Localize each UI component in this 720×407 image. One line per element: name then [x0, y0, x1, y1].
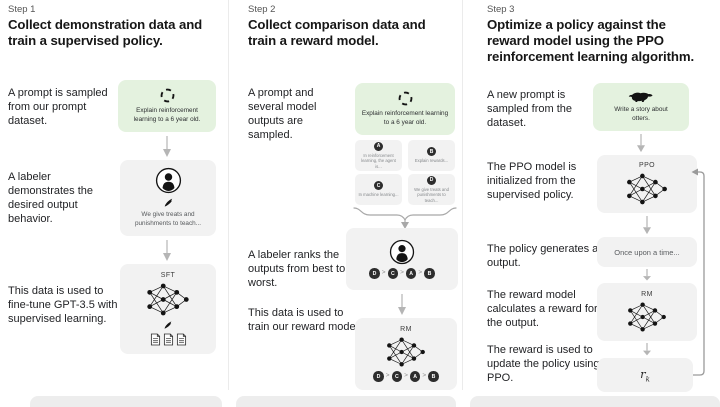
prompt-caption: Explain reinforcement learning to a 6 ye…: [133, 107, 201, 123]
rm-model-label: RM: [641, 291, 653, 298]
down-arrow-icon: [161, 136, 173, 158]
prompt-box: Explain reinforcement learning to a 6 ye…: [355, 83, 455, 135]
rank-4: B: [424, 268, 435, 279]
step-1-title: Collect demonstration data and train a s…: [8, 17, 203, 49]
rm-model-box: RM: [597, 283, 697, 341]
feedback-loop-arrow: [691, 168, 705, 376]
labeler-person-icon: [389, 239, 415, 265]
document-icon: [176, 333, 187, 346]
labeler-person-icon: [155, 167, 182, 194]
labeler-box: We give treats and punishments to teach.…: [120, 160, 216, 236]
prompt-box: Explain reinforcement learning to a 6 ye…: [118, 80, 216, 132]
down-arrow-icon: [641, 269, 653, 281]
output-c-badge: C: [374, 181, 383, 191]
down-arrow-icon: [635, 134, 647, 153]
output-a-box: A In reinforcement learning, the agent i…: [355, 140, 402, 171]
otter-icon: [628, 91, 654, 103]
rank-separator: >: [404, 372, 408, 380]
neural-network-icon: [144, 282, 192, 317]
prompt-caption: Explain reinforcement learning to a 6 ye…: [361, 110, 449, 126]
rank-3: A: [405, 268, 417, 279]
policy-output-text: Once upon a time...: [614, 247, 680, 257]
neural-network-icon: [384, 336, 428, 368]
quill-icon: [163, 197, 174, 208]
column-divider: [462, 0, 463, 390]
sft-model-label: SFT: [160, 272, 176, 279]
column-divider: [228, 0, 229, 390]
step-3-label: Step 3: [487, 4, 515, 15]
sample-icon: [159, 87, 176, 104]
next-section-card-top: [470, 396, 720, 407]
rank-separator: >: [381, 269, 386, 277]
step-3-item-4: The reward model calculates a reward for…: [487, 289, 598, 330]
rank-2: C: [391, 371, 403, 382]
step-2-item-1: A prompt and several model outputs are s…: [248, 87, 317, 142]
step-1-label: Step 1: [8, 4, 36, 15]
demonstration-caption: We give treats and punishments to teach.…: [134, 211, 202, 227]
rm-model-box: RM D > C > A > B: [355, 318, 457, 390]
next-section-card-top: [236, 396, 456, 407]
reward-value: rk: [640, 366, 650, 384]
step-3-title: Optimize a policy against the reward mod…: [487, 17, 695, 65]
rank-separator: >: [418, 269, 423, 277]
step-2-label: Step 2: [248, 4, 276, 15]
next-section-card-top: [30, 396, 222, 407]
rank-4: B: [428, 371, 439, 382]
model-outputs-grid: A In reinforcement learning, the agent i…: [355, 140, 455, 205]
down-arrow-icon: [161, 240, 173, 262]
step-1-item-3: This data is used to fine-tune GPT-3.5 w…: [8, 285, 118, 326]
rm-model-label: RM: [400, 326, 412, 334]
labeler-ranking-box: D > C > A > B: [346, 228, 458, 290]
rank-separator: >: [400, 269, 404, 277]
sft-model-box: SFT: [120, 264, 216, 354]
quill-icon: [163, 320, 173, 330]
rank-separator: >: [385, 372, 390, 380]
output-a-caption: In reinforcement learning, the agent is.…: [361, 152, 396, 169]
output-c-caption: In machine learning...: [358, 192, 399, 198]
rank-2: C: [387, 268, 399, 279]
output-b-box: B Explain rewards...: [408, 140, 455, 171]
output-c-box: C In machine learning...: [355, 174, 402, 205]
step-1-item-1: A prompt is sampled from our prompt data…: [8, 87, 108, 128]
output-d-caption: We give treats and punishments to teach.…: [414, 186, 449, 203]
document-icon: [150, 333, 161, 346]
ppo-model-label: PPO: [639, 162, 655, 169]
step-2-title: Collect comparison data and train a rewa…: [248, 17, 426, 49]
step-2-item-2: A labeler ranks the outputs from best to…: [248, 249, 346, 290]
step-3-item-5: The reward is used to update the policy …: [487, 344, 600, 385]
down-arrow-icon: [396, 294, 408, 316]
ranking-row: D > C > A > B: [373, 371, 439, 382]
step-3-item-3: The policy generates an output.: [487, 243, 605, 270]
rank-1: D: [373, 371, 384, 382]
neural-network-icon: [624, 172, 670, 206]
step-3-item-1: A new prompt is sampled from the dataset…: [487, 89, 572, 130]
rank-1: D: [369, 268, 380, 279]
step-3-item-2: The PPO model is initialized from the su…: [487, 161, 577, 202]
rank-separator: >: [422, 372, 427, 380]
rank-3: A: [409, 371, 421, 382]
output-b-caption: Explain rewards...: [414, 158, 449, 164]
down-arrow-icon: [641, 216, 653, 235]
prompt-caption: Write a story about otters.: [614, 105, 668, 122]
step-2-item-3: This data is used to train our reward mo…: [248, 307, 362, 334]
documents-row: [150, 333, 187, 346]
reward-value-box: rk: [597, 358, 693, 392]
down-arrow-icon: [641, 343, 653, 356]
sample-icon: [397, 90, 414, 107]
output-d-box: D We give treats and punishments to teac…: [408, 174, 455, 205]
policy-output-box: Once upon a time...: [597, 237, 697, 267]
output-a-badge: A: [374, 141, 383, 151]
ranking-row: D > C > A > B: [369, 268, 435, 279]
document-icon: [163, 333, 174, 346]
brace-down-icon: [352, 206, 458, 230]
output-d-badge: D: [427, 175, 436, 185]
neural-network-icon: [625, 301, 669, 333]
step-1-item-2: A labeler demonstrates the desired outpu…: [8, 171, 93, 226]
ppo-model-box: PPO: [597, 155, 697, 213]
prompt-box: Write a story about otters.: [593, 83, 689, 131]
output-b-badge: B: [427, 147, 436, 157]
